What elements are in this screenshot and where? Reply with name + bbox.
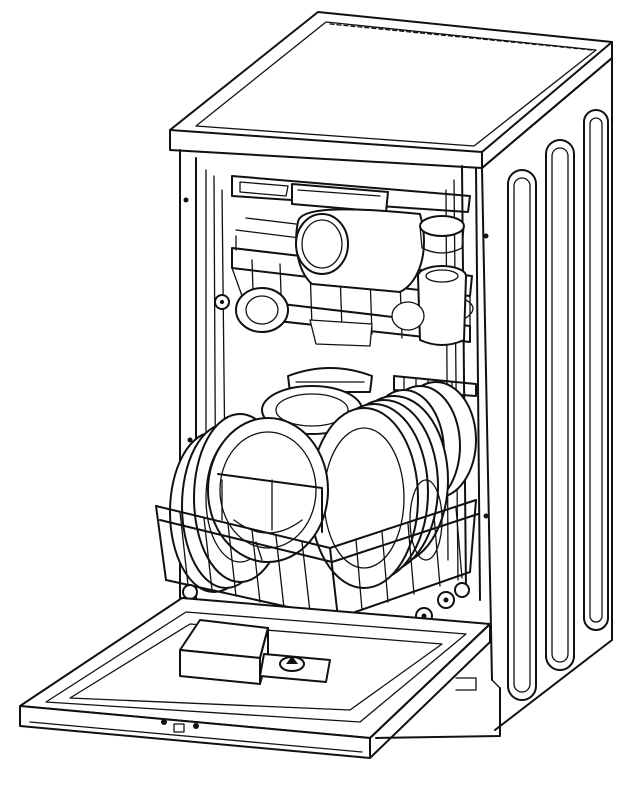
upper-rack-plate <box>235 287 425 347</box>
upper-rack-wheels <box>214 294 230 310</box>
rinse-aid-cap <box>279 656 305 672</box>
side-panel-embossed-ribs <box>507 109 609 701</box>
door-hinge-area <box>375 677 501 739</box>
detergent-dispenser <box>179 619 331 685</box>
cabinet-side-panel <box>481 57 613 731</box>
lower-rack-large-bowl <box>207 417 329 563</box>
cutlery-tray-rail <box>231 175 471 213</box>
cabinet-top <box>169 11 613 169</box>
upper-rack-cups <box>417 215 474 346</box>
upper-rack-bowl <box>295 208 425 293</box>
